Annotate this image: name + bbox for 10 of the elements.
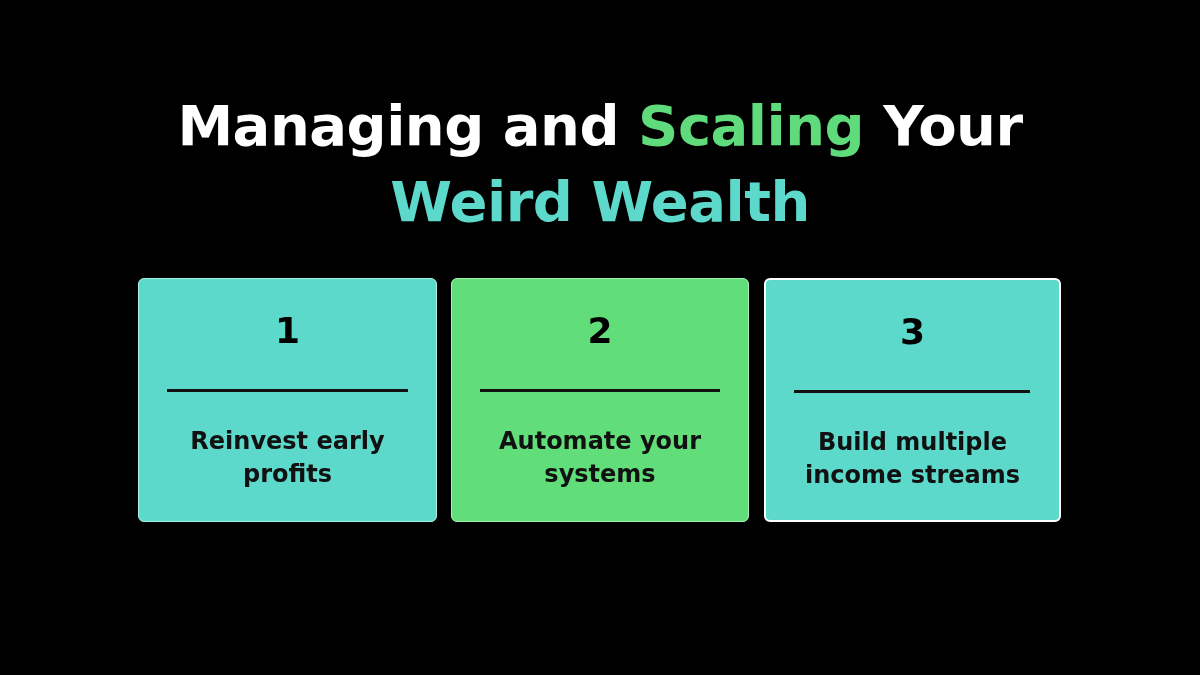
step-text: Reinvest early profits — [189, 426, 386, 490]
step-number: 3 — [899, 310, 926, 354]
step-card — [451, 278, 749, 522]
step-text: Build multiple income streams — [804, 427, 1021, 491]
title: Managing and Scaling Your Weird Wealth — [176, 92, 1024, 236]
step-card — [138, 278, 437, 522]
step-number: 2 — [587, 309, 613, 353]
step-number: 1 — [274, 309, 301, 353]
step-card — [764, 278, 1061, 522]
step-text: Automate your systems — [498, 426, 702, 490]
